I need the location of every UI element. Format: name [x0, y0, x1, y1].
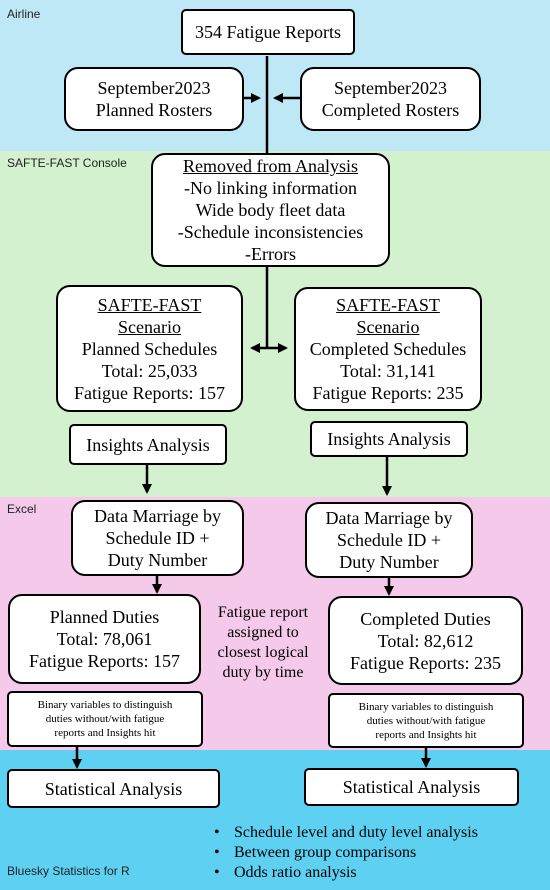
analysis-bullet-list: Schedule level and duty level analysis B… [212, 823, 478, 883]
fatigue-assignment-note: Fatigue report assigned to closest logic… [217, 604, 309, 681]
bullet-item: Schedule level and duty level analysis [212, 823, 478, 843]
section-label-bluesky: Bluesky Statistics for R [7, 864, 130, 878]
bullet-item: Between group comparisons [212, 843, 478, 863]
completed-scenario-node: SAFTE-FAST Scenario Completed Schedules … [294, 287, 482, 411]
insights-analysis-left: Insights Analysis [69, 424, 227, 465]
insights-analysis-right: Insights Analysis [310, 421, 468, 457]
planned-duties-node: Planned Duties Total: 78,061 Fatigue Rep… [8, 594, 201, 684]
binary-variables-right: Binary variables to distinguish duties w… [328, 693, 524, 748]
section-label-safte: SAFTE-FAST Console [7, 156, 127, 170]
data-marriage-left: Data Marriage by Schedule ID + Duty Numb… [71, 500, 244, 576]
completed-rosters-node: September2023 Completed Rosters [300, 67, 481, 131]
section-label-excel: Excel [7, 502, 37, 516]
fatigue-reports-node: 354 Fatigue Reports [181, 9, 355, 55]
planned-rosters-node: September2023 Planned Rosters [64, 67, 244, 131]
planned-scenario-node: SAFTE-FAST Scenario Planned Schedules To… [56, 285, 243, 412]
bullet-item: Odds ratio analysis [212, 863, 478, 883]
statistical-analysis-left: Statistical Analysis [7, 769, 220, 808]
data-marriage-right: Data Marriage by Schedule ID + Duty Numb… [305, 502, 473, 578]
binary-variables-left: Binary variables to distinguish duties w… [7, 691, 203, 747]
statistical-analysis-right: Statistical Analysis [304, 768, 519, 806]
removed-from-analysis-node: Removed from Analysis -No linking inform… [151, 153, 390, 267]
section-label-airline: Airline [7, 7, 41, 21]
completed-duties-node: Completed Duties Total: 82,612 Fatigue R… [328, 596, 523, 685]
